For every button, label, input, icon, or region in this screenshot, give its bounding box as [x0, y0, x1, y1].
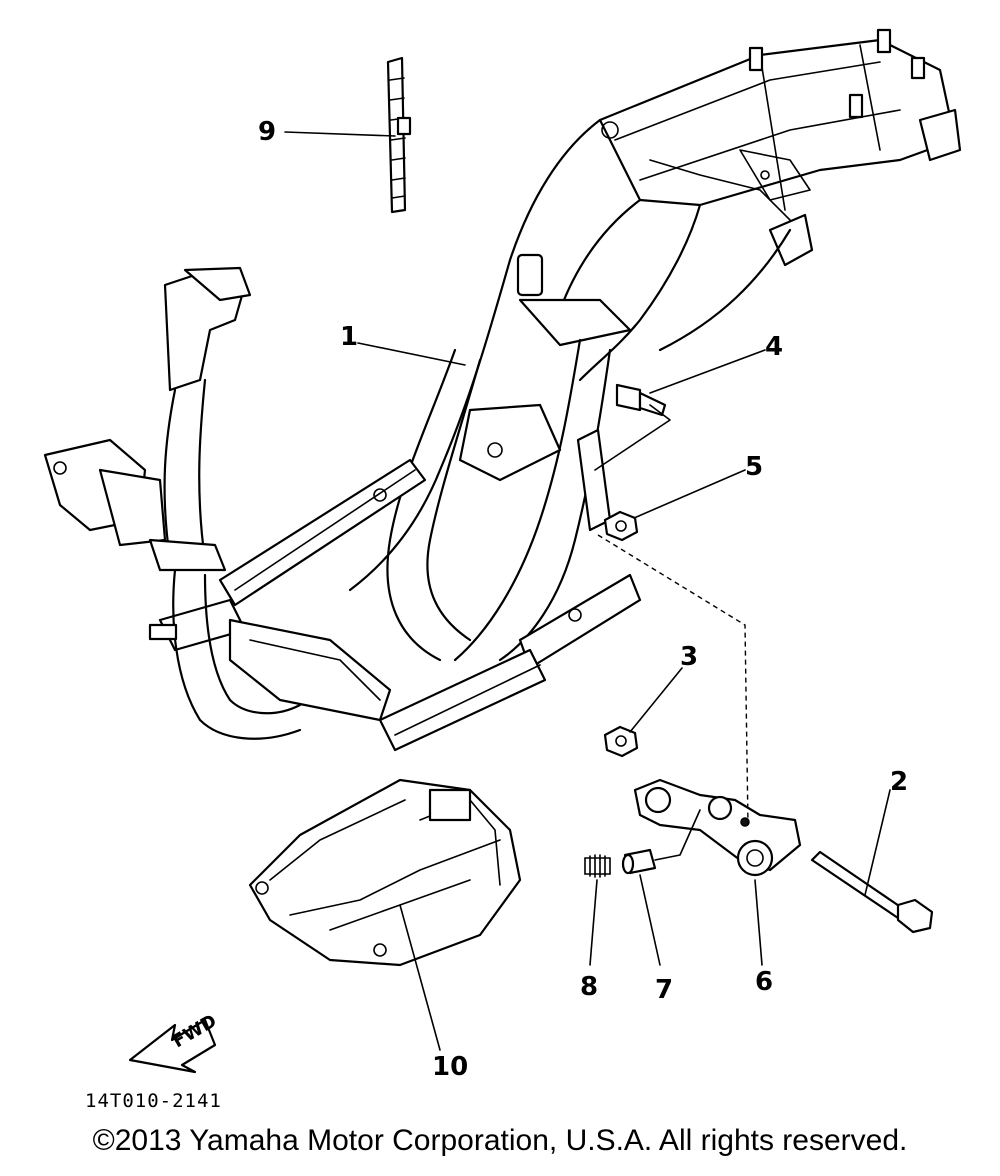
engine-mount-bracket-part-6 [633, 778, 802, 877]
callout-7: 7 [655, 975, 673, 1005]
frame-exploded-view: FWD [43, 28, 962, 1112]
callout-10: 10 [432, 1052, 468, 1082]
callout-2: 2 [890, 767, 908, 797]
callout-5: 5 [745, 452, 763, 482]
nut-part-5 [603, 510, 639, 542]
callout-3: 3 [680, 642, 698, 672]
collar-part-7 [621, 848, 657, 875]
leader-lines [284, 131, 891, 1051]
callout-6: 6 [755, 967, 773, 997]
diagram-code: 14T010-2141 [85, 1090, 222, 1112]
long-bolt-part-2 [810, 850, 934, 934]
callout-8: 8 [580, 972, 598, 1002]
callout-9: 9 [258, 117, 276, 147]
callout-4: 4 [765, 332, 783, 362]
spring-part-8 [584, 854, 611, 878]
nut-part-3 [603, 725, 639, 758]
callout-1: 1 [340, 322, 358, 352]
main-frame-drawing [43, 28, 962, 752]
cable-tie-part [386, 56, 412, 214]
callout-labels: 1 2 3 4 5 6 7 8 9 10 [258, 117, 908, 1082]
fwd-arrow-icon: FWD [128, 1011, 220, 1074]
copyright-notice: ©2013 Yamaha Motor Corporation, U.S.A. A… [92, 1124, 908, 1157]
under-cover-part-10 [248, 778, 522, 967]
